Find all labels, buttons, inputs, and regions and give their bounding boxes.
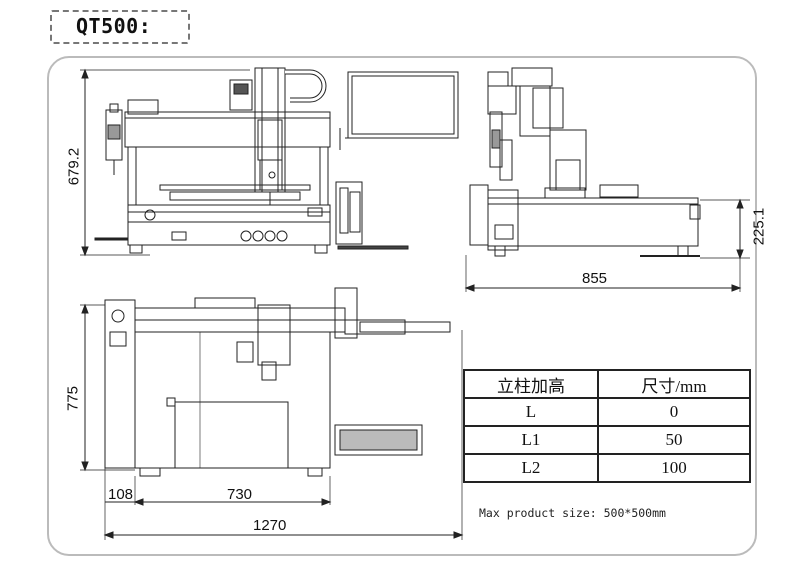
front-height-label: 679.2 — [65, 147, 83, 186]
total-width-label: 1270 — [253, 517, 287, 534]
row-value: 100 — [597, 453, 751, 483]
max-product-size-note: Max product size: 500*500mm — [479, 506, 666, 520]
table-row: L 0 — [463, 397, 751, 427]
column-height-table: 立柱加高 尺寸/mm L 0 L1 50 L2 100 — [463, 369, 751, 483]
inner-width-label: 730 — [227, 486, 253, 503]
offset-label: 108 — [108, 486, 134, 503]
header-size: 尺寸/mm — [597, 369, 751, 399]
table-row: L1 50 — [463, 425, 751, 455]
model-title: QT500: — [76, 14, 152, 38]
side-width-label: 855 — [582, 270, 608, 287]
side-view — [464, 67, 750, 292]
table-header-row: 立柱加高 尺寸/mm — [463, 369, 751, 399]
top-depth-label: 775 — [64, 385, 82, 412]
row-value: 0 — [597, 397, 751, 427]
title-frame — [50, 10, 190, 44]
table-row: L2 100 — [463, 453, 751, 483]
drawing-panel — [47, 56, 757, 556]
row-label: L2 — [463, 453, 599, 483]
row-label: L — [463, 397, 599, 427]
side-height-label: 225.1 — [750, 207, 768, 246]
header-column-height: 立柱加高 — [463, 369, 599, 399]
row-value: 50 — [597, 425, 751, 455]
row-label: L1 — [463, 425, 599, 455]
top-view — [80, 287, 464, 540]
front-view — [80, 67, 459, 257]
